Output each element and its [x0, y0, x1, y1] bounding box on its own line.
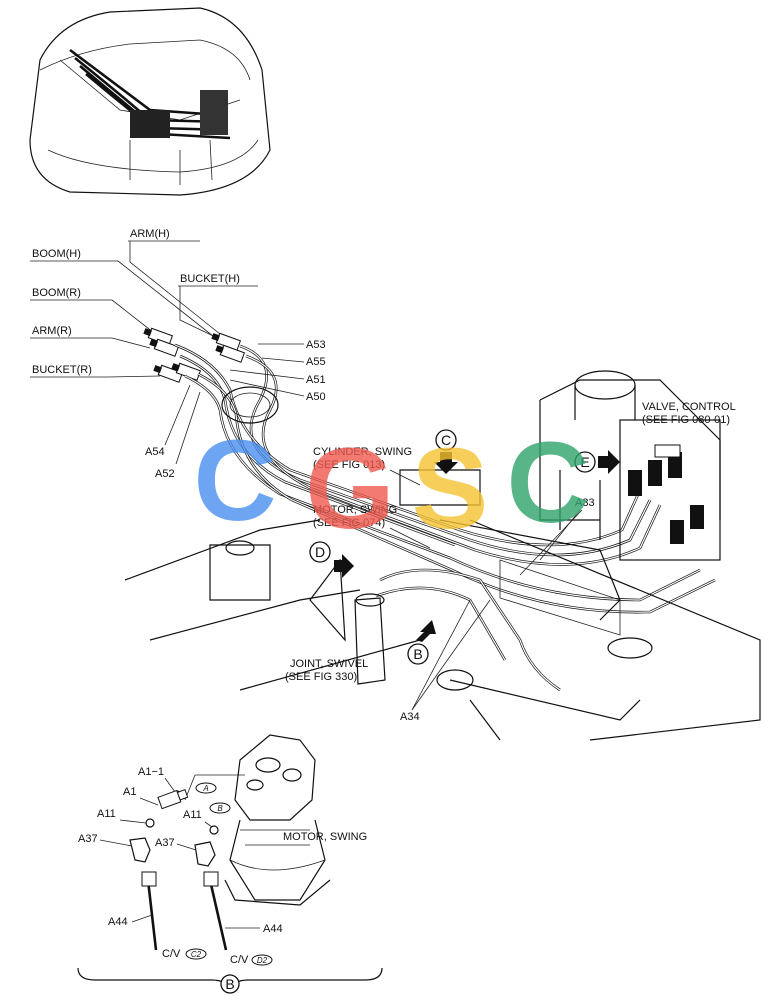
- part-a44-right: A44: [263, 923, 283, 935]
- watermark-letter-2: G: [305, 425, 394, 553]
- watermark-letter-1: C: [193, 417, 276, 545]
- label-arm-h: ARM(H): [130, 228, 170, 240]
- cab-overview-inset: [29, 7, 271, 196]
- c2-label: C2: [191, 950, 202, 959]
- callout-d: D: [309, 541, 354, 578]
- svg-text:B: B: [413, 646, 422, 662]
- hose-label-group: ARM(H) BOOM(H) BUCKET(H) BOOM(R) ARM(R) …: [30, 228, 258, 378]
- part-a37-right: A37: [155, 837, 175, 849]
- svg-text:E: E: [580, 454, 589, 470]
- part-a1-1: A1−1: [138, 766, 164, 778]
- part-a34: A34: [400, 711, 420, 723]
- watermark: C G S C: [193, 417, 589, 553]
- cv-right-label: C/V: [230, 954, 249, 966]
- cv-left-label: C/V: [162, 948, 181, 960]
- callouts: C E D B: [309, 429, 620, 665]
- reference-labels: CYLINDER, SWING (SEE FIG 013) MOTOR, SWI…: [285, 401, 736, 683]
- svg-text:D: D: [315, 544, 325, 560]
- ref-joint-swivel-line1: JOINT, SWIVEL: [290, 658, 368, 670]
- swing-motor-drawing: [224, 734, 331, 906]
- label-bucket-r: BUCKET(R): [32, 364, 92, 376]
- watermark-letter-3: S: [412, 425, 489, 553]
- motor-swing-label: MOTOR, SWING: [283, 831, 367, 843]
- detail-b: A B A1−1 A1 A11 A11 A37 A37 A44 A44: [77, 734, 383, 994]
- port-b-label: B: [217, 804, 223, 813]
- part-a52: A52: [155, 468, 175, 480]
- label-bucket-h: BUCKET(H): [180, 273, 240, 285]
- ref-cylinder-swing-line2: (SEE FIG 013): [313, 459, 385, 471]
- part-a54: A54: [145, 446, 165, 458]
- part-a50: A50: [306, 391, 326, 403]
- arrow-c-icon: [434, 452, 458, 474]
- part-a55: A55: [306, 356, 326, 368]
- port-a-label: A: [202, 784, 208, 793]
- svg-text:C: C: [441, 432, 451, 448]
- callout-e: E: [574, 450, 620, 474]
- label-boom-r: BOOM(R): [32, 287, 81, 299]
- part-a51: A51: [306, 374, 326, 386]
- detail-b-callout: B: [225, 976, 234, 992]
- ref-cylinder-swing-line1: CYLINDER, SWING: [313, 446, 412, 458]
- ref-joint-swivel-line2: (SEE FIG 330): [285, 671, 357, 683]
- arrow-b-icon: [416, 620, 436, 642]
- part-a11-left: A11: [97, 808, 116, 820]
- chassis-frame: [124, 370, 761, 741]
- part-a37-left: A37: [78, 833, 98, 845]
- callout-c: C: [434, 429, 458, 474]
- ref-valve-control-line2: (SEE FIG 080-01): [642, 414, 730, 426]
- arrow-d-icon: [334, 554, 354, 578]
- ref-motor-swing-line1: MOTOR, SWING: [313, 504, 397, 516]
- part-a44-left: A44: [108, 916, 128, 928]
- part-a53: A53: [306, 339, 326, 351]
- label-boom-h: BOOM(H): [32, 248, 81, 260]
- d2-label: D2: [257, 956, 268, 965]
- part-number-labels: A53 A55 A51 A50 A54 A52 A33 A34: [145, 339, 595, 723]
- ref-motor-swing-line2: (SEE FIG 074): [313, 517, 385, 529]
- hose-fittings: [143, 327, 246, 383]
- ref-valve-control-line1: VALVE, CONTROL: [642, 401, 736, 413]
- hose-bundle: [174, 343, 716, 692]
- callout-b: B: [407, 620, 436, 665]
- label-arm-r: ARM(R): [32, 325, 72, 337]
- arrow-e-icon: [598, 450, 620, 474]
- part-a1: A1: [123, 786, 136, 798]
- part-a33: A33: [575, 497, 595, 509]
- part-a11-right: A11: [183, 809, 202, 821]
- watermark-letter-4: C: [506, 419, 589, 547]
- control-valve-fittings: [628, 444, 704, 544]
